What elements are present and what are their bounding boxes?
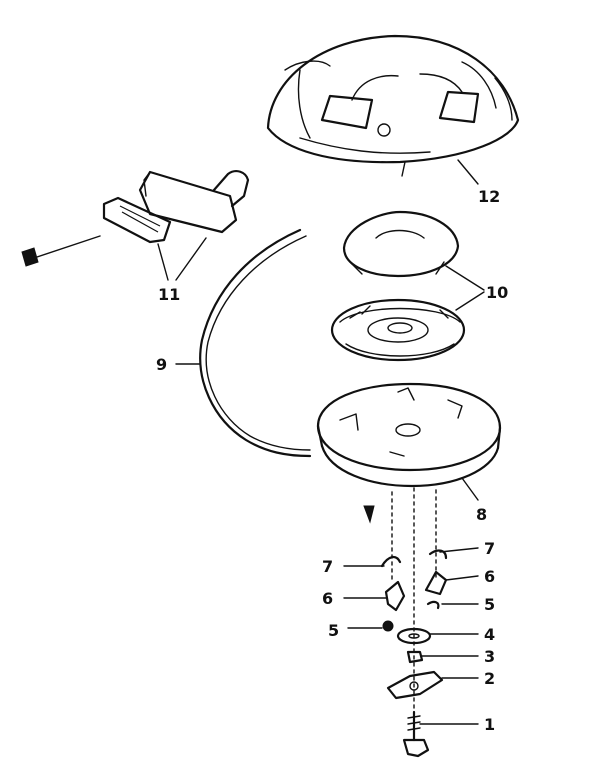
callout-1: 1 xyxy=(419,715,495,734)
callout-7-left-label: 7 xyxy=(322,557,333,576)
callout-4: 4 xyxy=(429,625,495,644)
callout-1-label: 1 xyxy=(484,715,495,734)
callout-3-label: 3 xyxy=(484,647,495,666)
callout-12-label: 12 xyxy=(478,187,500,206)
callout-12: 12 xyxy=(457,159,500,206)
callout-11-label: 11 xyxy=(158,285,180,304)
callout-3: 3 xyxy=(421,647,495,666)
part-12-housing xyxy=(266,34,520,177)
callout-2-label: 2 xyxy=(484,669,495,688)
callout-7-left: 7 xyxy=(322,557,385,576)
part-2-retainer xyxy=(386,670,444,700)
callout-9: 9 xyxy=(156,355,201,374)
part-7-pawl-springs xyxy=(380,549,448,568)
callout-10: 10 xyxy=(445,265,508,311)
part-8-pulley xyxy=(316,382,502,488)
callout-2: 2 xyxy=(441,669,495,688)
part-1-bolt xyxy=(402,710,430,758)
callout-5-left: 5 xyxy=(328,621,383,640)
callout-7-right-label: 7 xyxy=(484,539,495,558)
callout-6-right: 6 xyxy=(445,567,495,586)
callout-4-label: 4 xyxy=(484,625,495,644)
callout-7-right: 7 xyxy=(439,539,495,558)
part-4-washer xyxy=(396,627,432,645)
callout-11: 11 xyxy=(157,237,207,304)
part-5-clips xyxy=(382,600,440,632)
part-9-rope xyxy=(199,228,312,458)
callout-5-right-label: 5 xyxy=(484,595,495,614)
callout-5-right: 5 xyxy=(441,595,495,614)
assembly-centerlines xyxy=(363,487,437,721)
callout-6-left-label: 6 xyxy=(322,589,333,608)
callout-8: 8 xyxy=(461,477,487,524)
callout-5-left-label: 5 xyxy=(328,621,339,640)
callout-9-label: 9 xyxy=(156,355,167,374)
part-3-nut xyxy=(406,650,424,664)
part-10-spring-assembly xyxy=(330,210,466,362)
callout-6-left: 6 xyxy=(322,589,387,608)
part-11-handle xyxy=(21,170,250,267)
callout-6-right-label: 6 xyxy=(484,567,495,586)
callout-8-label: 8 xyxy=(476,505,487,524)
callout-10-label: 10 xyxy=(486,283,508,302)
